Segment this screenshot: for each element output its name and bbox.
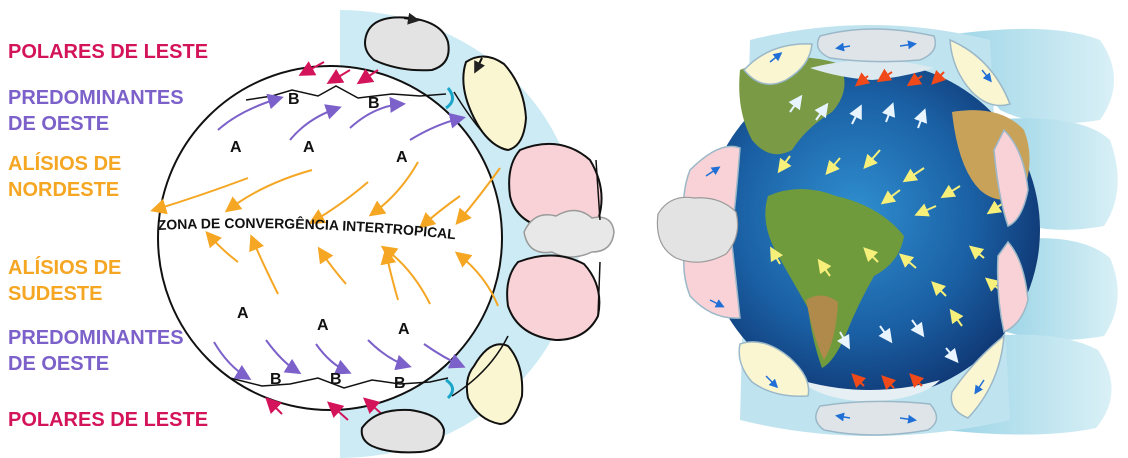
se-trades-arrows bbox=[205, 230, 499, 307]
globe-polar-cell-north bbox=[816, 28, 937, 63]
westerlies-north-arrows bbox=[217, 93, 466, 141]
label-polar-easterlies-north: POLARES DE LESTE bbox=[8, 41, 209, 63]
globe-polar-cell-south bbox=[815, 400, 938, 436]
arctic-rim bbox=[810, 60, 934, 80]
right-globe-diagram bbox=[656, 25, 1118, 436]
ferrel-cell-south bbox=[465, 343, 524, 426]
label-se-trades-line1: ALÍSIOS DE bbox=[8, 257, 122, 279]
ferrel-cell-north bbox=[462, 55, 528, 152]
label-ne-trades-line2: NORDESTE bbox=[8, 179, 120, 201]
hadley-cell-south bbox=[506, 254, 601, 342]
label-polar-easterlies-south: POLARES DE LESTE bbox=[8, 409, 209, 431]
label-westerlies-south-line2: DE OESTE bbox=[8, 353, 110, 375]
antarctica-rim bbox=[800, 380, 940, 402]
globe-ferrel-cell-se bbox=[950, 334, 1005, 419]
globe-ne-trades-arrows bbox=[777, 149, 1009, 217]
polar-cell-north bbox=[364, 12, 450, 72]
globe-ferrel-cell-ne bbox=[949, 38, 1011, 107]
polar-jet-south bbox=[445, 378, 454, 400]
high-pressure-north-2: A bbox=[303, 139, 315, 156]
high-pressure-north-1: A bbox=[230, 139, 242, 156]
low-pressure-south-3: B bbox=[394, 375, 406, 392]
label-westerlies-south-line1: PREDOMINANTES bbox=[8, 327, 184, 349]
globe-westerlies-arrows bbox=[788, 94, 959, 364]
low-pressure-north-1: B bbox=[288, 91, 300, 108]
high-pressure-south-1: A bbox=[237, 305, 249, 322]
high-pressure-south-3: A bbox=[398, 321, 410, 338]
polar-front-south bbox=[229, 377, 449, 389]
label-westerlies-north-line2: DE OESTE bbox=[8, 113, 110, 135]
low-pressure-south-2: B bbox=[330, 371, 342, 388]
globe-hadley-cell-east bbox=[993, 128, 1029, 228]
low-pressure-south-1: B bbox=[270, 371, 282, 388]
polar-cell-south bbox=[360, 408, 446, 454]
low-pressure-north-2: B bbox=[368, 95, 380, 112]
globe-ferrel-cell-nw bbox=[743, 43, 813, 85]
globe-hadley-cell-east-south bbox=[996, 240, 1029, 334]
high-pressure-south-2: A bbox=[317, 317, 329, 334]
label-westerlies-north-line1: PREDOMINANTES bbox=[8, 87, 184, 109]
convergence-cloud bbox=[523, 209, 615, 258]
south-america-highlands bbox=[806, 295, 838, 360]
left-cell-diagram: B B A A A A A A B B B ZONA DE CONVERGÊNC… bbox=[150, 10, 615, 458]
label-se-trades-line2: SUDESTE bbox=[8, 283, 103, 305]
polar-easterlies-north-arrows bbox=[298, 61, 379, 85]
label-ne-trades-line1: ALÍSIOS DE bbox=[8, 153, 122, 175]
globe-cell-flow-arrows bbox=[705, 40, 992, 424]
pressure-markers: B B A A A A A A B B B bbox=[230, 91, 410, 392]
polar-jet-north bbox=[445, 87, 454, 110]
cell-boundary-line bbox=[451, 91, 601, 397]
globe-ferrel-cell-sw bbox=[738, 341, 810, 397]
south-america bbox=[765, 189, 904, 368]
high-pressure-north-3: A bbox=[396, 149, 408, 166]
ne-trades-arrows bbox=[150, 161, 501, 229]
globe-polar-easterlies-arrows bbox=[851, 68, 947, 391]
globe-itcz-cloud bbox=[656, 196, 739, 263]
westerlies-south-arrows bbox=[213, 339, 466, 381]
